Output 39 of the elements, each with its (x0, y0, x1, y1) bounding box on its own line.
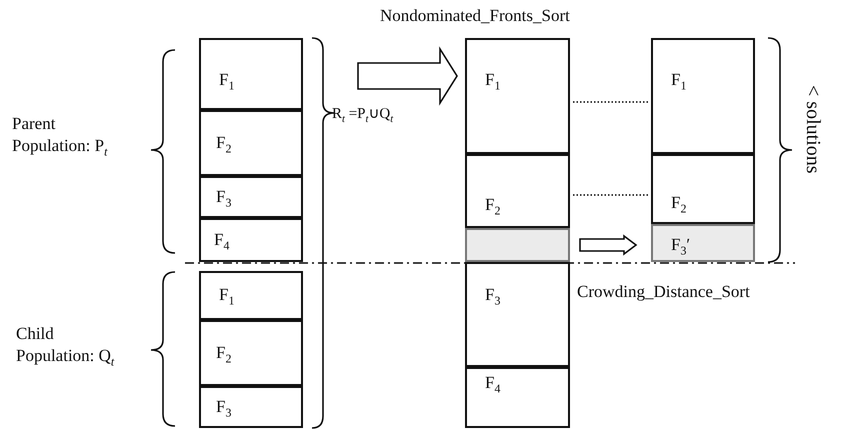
front-box (651, 154, 755, 224)
front-box (199, 218, 303, 262)
front-label: F$_{1}$ (219, 70, 234, 94)
front-label: F$_{1}$ (219, 285, 234, 310)
block-arrow (579, 234, 638, 256)
front-box (651, 38, 755, 154)
block-arrow (357, 46, 458, 106)
population-label: R$_{t}$ =P$_{t}$∪Q$_{t}$ (332, 105, 394, 127)
front-box (199, 271, 303, 320)
front-label: F$_{2}$ (485, 195, 500, 220)
edge-label: Crowding_Distance_Sort (577, 281, 750, 303)
front-box (465, 367, 570, 428)
front-label: F$_{4}$ (485, 373, 500, 398)
front-box (465, 38, 570, 154)
front-box (465, 154, 570, 228)
front-label: F$_{3}$ (216, 397, 232, 422)
front-box (199, 386, 303, 428)
front-box (199, 320, 303, 386)
front-label: F$_{2}$ (671, 193, 686, 218)
population-label: Parent Population: P$_{t}$ (12, 113, 109, 160)
front-box (199, 38, 303, 110)
population-label: Child Population: Q$_{t}$ (16, 323, 116, 370)
dotted-line (573, 101, 648, 103)
edge-label: Nondominated_Fronts_Sort (380, 5, 570, 27)
front-label: F$_{2}$ (216, 133, 232, 158)
front-box (199, 110, 303, 176)
front-label: F$_{3}$′ (671, 235, 690, 260)
front-label: F$_{3}$ (216, 187, 232, 212)
front-label: F$_{1}$ (485, 70, 500, 94)
front-label: F$_{2}$ (216, 343, 232, 368)
front-label: F$_{1}$ (671, 70, 686, 94)
front-box (651, 224, 755, 262)
front-box (465, 228, 570, 262)
front-label: F$_{4}$ (214, 230, 230, 254)
dotted-line (573, 194, 648, 196)
front-box (465, 262, 570, 367)
front-box (199, 176, 303, 218)
front-label: F$_{3}$ (485, 285, 500, 310)
annotation-text: < solutions (802, 85, 824, 174)
